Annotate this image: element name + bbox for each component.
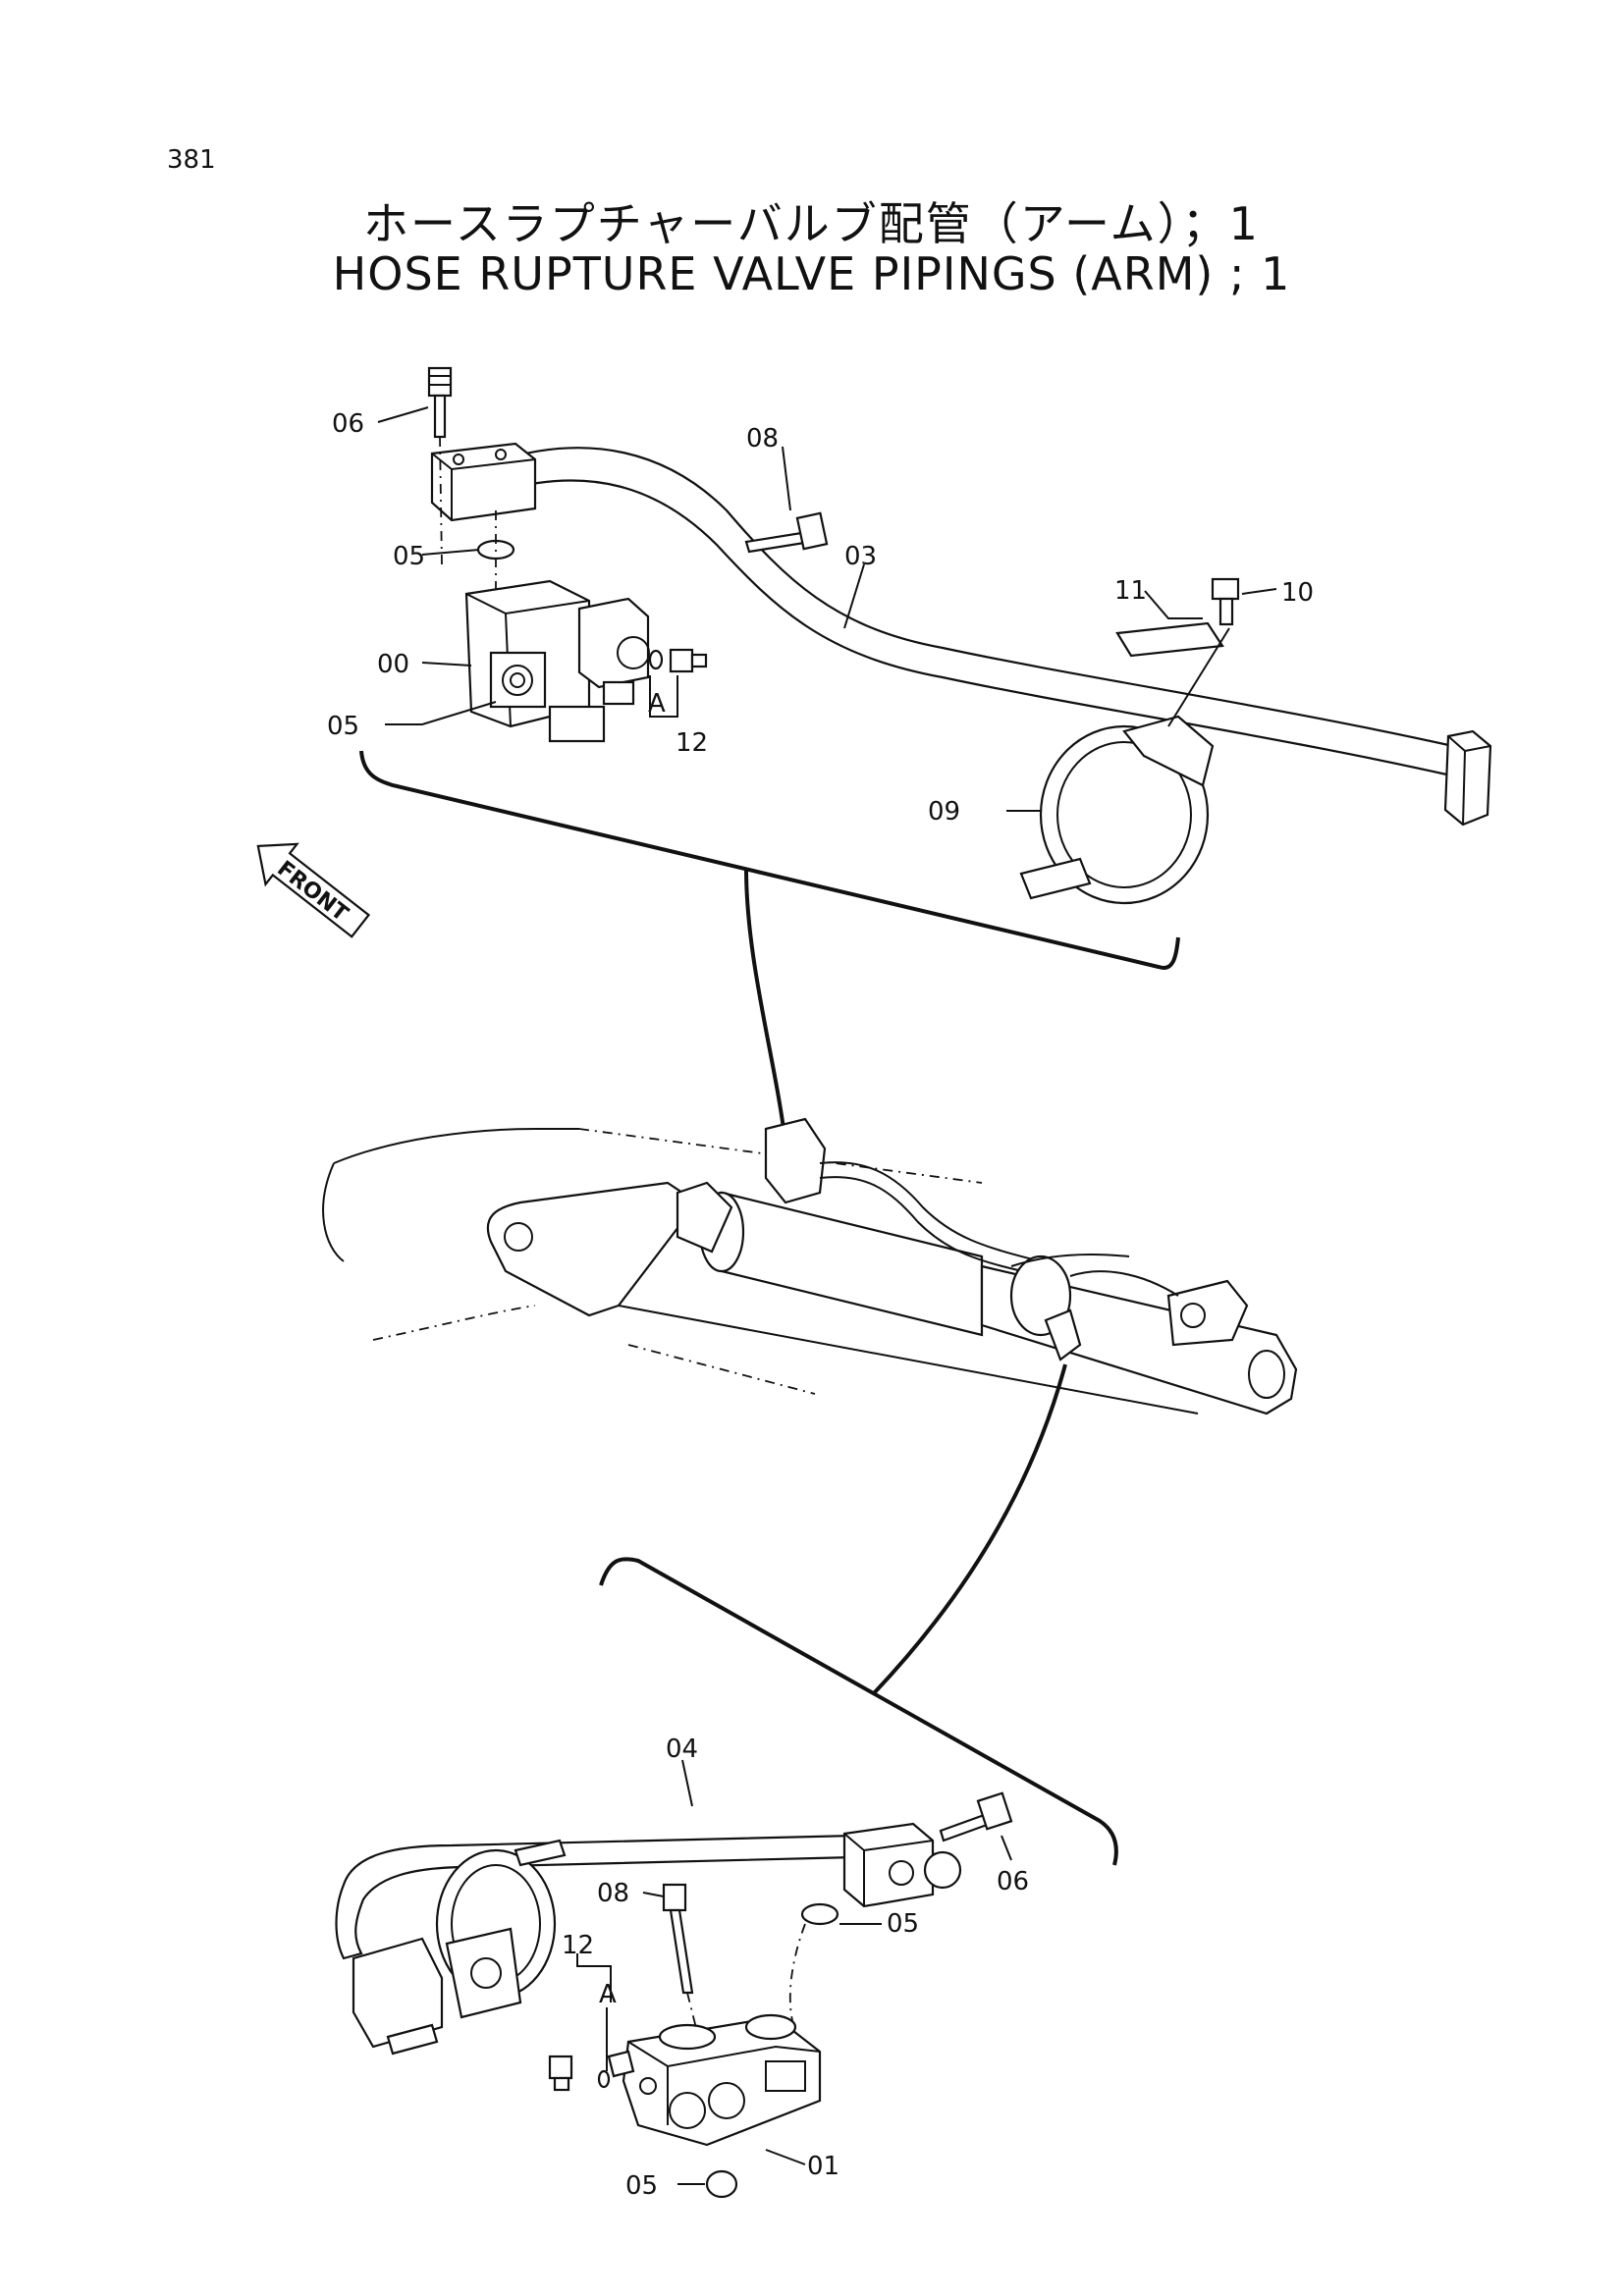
pipe-end-flange bbox=[1443, 729, 1492, 827]
bolt-08-lower bbox=[662, 1883, 694, 1995]
plug-12-lower bbox=[548, 2055, 611, 2092]
front-arrow: FRONT bbox=[256, 842, 371, 938]
callout-08: 08 bbox=[746, 424, 779, 454]
callout-a-lower: A bbox=[599, 1980, 617, 2009]
bolt-06-lower bbox=[939, 1791, 1013, 1842]
callout-12-lower: 12 bbox=[562, 1931, 594, 1960]
callout-10: 10 bbox=[1281, 578, 1314, 608]
title-english: HOSE RUPTURE VALVE PIPINGS (ARM) ; 1 bbox=[332, 247, 1291, 300]
callout-01: 01 bbox=[807, 2152, 839, 2181]
callout-09: 09 bbox=[928, 797, 960, 827]
callout-05-b: 05 bbox=[327, 712, 359, 741]
connector-arm-to-lower bbox=[872, 1363, 1067, 1695]
pipe-clamp-09 bbox=[1019, 715, 1215, 905]
center-line-06 bbox=[439, 436, 443, 565]
pipe-block-upper bbox=[430, 442, 537, 522]
o-ring-05-lower-a bbox=[800, 1902, 839, 1926]
pipe-block-lower bbox=[842, 1822, 962, 1908]
callout-08-lower: 08 bbox=[597, 1879, 629, 1908]
o-ring-05-lower-b bbox=[705, 2169, 738, 2199]
plug-12-upper bbox=[648, 648, 708, 673]
page-number: 381 bbox=[167, 145, 216, 175]
callout-12: 12 bbox=[676, 728, 708, 758]
bolt-06-upper bbox=[427, 366, 453, 439]
callout-06-lower: 06 bbox=[997, 1867, 1029, 1896]
center-line-lower bbox=[788, 1923, 806, 2033]
upper-detail bbox=[359, 366, 1492, 970]
upper-leaders bbox=[377, 406, 1277, 812]
callout-05-lower-a: 05 bbox=[887, 1909, 919, 1939]
title-japanese: ホースラプチャーバルブ配管（アーム）；1 bbox=[363, 197, 1260, 250]
leader-10-to-clamp bbox=[1167, 627, 1230, 727]
detail-bracket-lower bbox=[599, 1557, 1118, 1866]
callout-05-lower-b: 05 bbox=[625, 2171, 658, 2201]
hose-rupture-valve-00 bbox=[464, 579, 650, 743]
callout-00: 00 bbox=[377, 650, 409, 679]
bolt-08-upper bbox=[744, 511, 829, 554]
callout-05-a: 05 bbox=[393, 542, 425, 571]
callout-11: 11 bbox=[1114, 576, 1147, 606]
lower-detail bbox=[335, 1557, 1118, 2199]
pipe-clamp-lower bbox=[352, 1839, 567, 2056]
callout-03: 03 bbox=[844, 542, 877, 571]
detail-bracket-upper bbox=[359, 750, 1180, 970]
plate-11 bbox=[1115, 621, 1224, 658]
callout-04: 04 bbox=[666, 1735, 698, 1764]
callout-a: A bbox=[648, 689, 666, 719]
hose-rupture-valve-01 bbox=[607, 2013, 822, 2147]
callout-06: 06 bbox=[332, 409, 364, 439]
lower-leaders bbox=[576, 1759, 1012, 2185]
arm-assembly bbox=[322, 1117, 1298, 1415]
bolt-10 bbox=[1211, 577, 1240, 626]
connector-upper-to-arm bbox=[744, 868, 787, 1145]
